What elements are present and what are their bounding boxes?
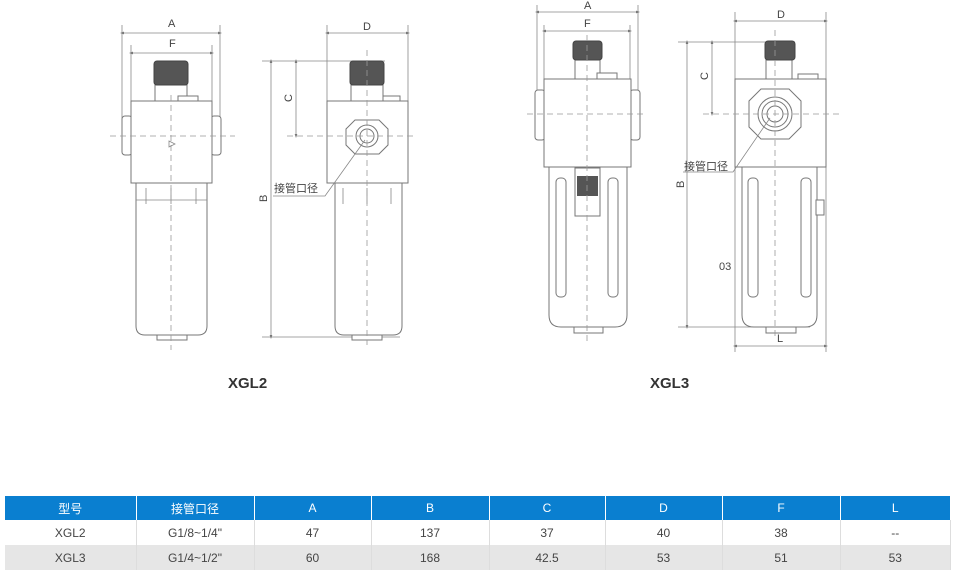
model-label-xgl3: XGL3 [650,375,689,392]
table-cell: 51 [722,545,841,570]
table-row: XGL2 G1/8~1/4" 47 137 37 40 38 -- [5,520,951,545]
xgl2-side-view: D C B 接管口径 [258,21,415,345]
xgl3-front-view: A F [527,0,645,345]
table-cell: 42.5 [489,545,606,570]
table-cell: 53 [840,545,951,570]
col-header: D [605,496,723,520]
dim-c-label: C [283,94,295,102]
dim-d-label: D [777,9,785,21]
dim-f-label: F [169,38,176,50]
table-row: XGL3 G1/4~1/2" 60 168 42.5 53 51 53 [5,545,951,570]
col-header: 型号 [5,496,137,520]
xgl2-front-view: A F [110,18,235,350]
col-header: B [371,496,490,520]
table-cell: 37 [489,520,606,545]
table-cell: 137 [371,520,490,545]
table-cell: XGL3 [5,545,137,570]
dim-f-label: F [584,18,591,30]
dim-c-label: C [699,72,711,80]
table-cell: 47 [254,520,372,545]
col-header: F [722,496,841,520]
spec-table: 型号 接管口径 A B C D F L XGL2 G1/8~1/4" 47 13… [5,496,951,570]
port-size-label: 接管口径 [684,159,728,173]
table-cell: XGL2 [5,520,137,545]
dim-b-label: B [675,181,687,188]
dim-a-label: A [584,0,592,12]
table-cell: G1/8~1/4" [136,520,255,545]
col-header: L [840,496,951,520]
dim-b-label: B [258,195,270,202]
table-cell: 38 [722,520,841,545]
col-header: C [489,496,606,520]
dim-l-label: L [777,333,783,345]
col-header: A [254,496,372,520]
model-label-xgl2: XGL2 [228,375,267,392]
port-size-label: 接管口径 [274,181,318,195]
table-header: 型号 接管口径 A B C D F L [5,496,951,520]
dim-a-label: A [168,18,176,30]
xgl3-side-view: D C B L 接管口径 03 [675,9,842,352]
dim-d-label: D [363,21,371,33]
table-cell: 60 [254,545,372,570]
table-cell: 40 [605,520,723,545]
table-cell: 53 [605,545,723,570]
table-cell: G1/4~1/2" [136,545,255,570]
table-cell: -- [840,520,951,545]
table-cell: 168 [371,545,490,570]
extra-label: 03 [719,261,731,273]
col-header: 接管口径 [136,496,255,520]
technical-drawings: A F D C B 接管口径 XGL2 A F D C B L 接管口径 03 … [110,0,842,392]
